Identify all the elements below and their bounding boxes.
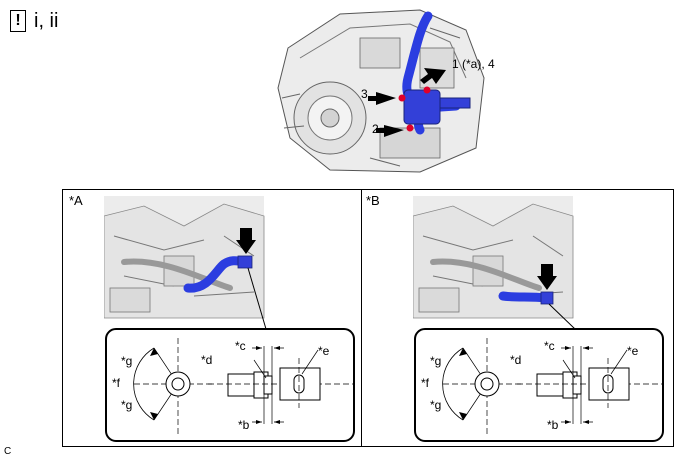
panel-a-illustration [104,196,355,442]
panel-b-label-g-top: *g [430,354,442,368]
header: ! i, ii [10,8,58,34]
header-label: i, ii [34,9,59,32]
panel-b-label-b: *b [547,418,559,432]
overview-illustration [277,9,485,173]
panel-b-label-c: *c [544,339,555,353]
panel-a-label-f: *f [112,376,121,390]
panel-b-illustration [413,196,664,442]
panel-a-label-g-top: *g [121,354,133,368]
panel-a-title: *A [69,193,83,208]
callout-3: 3 [361,87,368,101]
panel-b-label-f: *f [421,376,430,390]
callout-1: 1 (*a), 4 [452,57,495,71]
callout-2: 2 [372,122,379,136]
panel-a-label-g-bottom: *g [121,398,133,412]
panel-a-label-e: *e [318,344,330,358]
panel-b-title: *B [366,193,380,208]
panel-a-label-b: *b [238,418,250,432]
panel-divider [361,189,362,447]
panel-a-label-c: *c [235,339,246,353]
detail-panels-frame [62,189,674,447]
caution-icon: ! [10,10,26,32]
panel-b-label-e: *e [627,344,639,358]
panel-b-label-g-bottom: *g [430,398,442,412]
panel-b-label-d: *d [510,353,522,367]
panel-a-label-d: *d [201,353,213,367]
figure-code: C [4,446,12,457]
